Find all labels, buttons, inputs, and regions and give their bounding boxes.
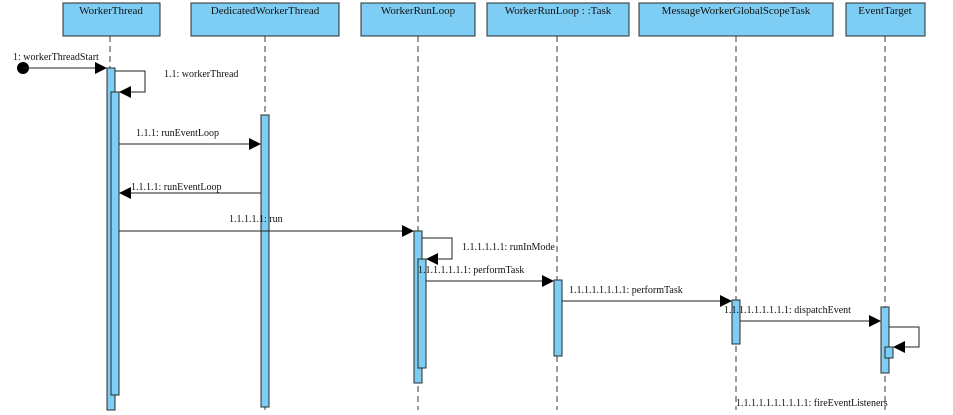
participant-worker-run-loop: WorkerRunLoop	[360, 2, 476, 37]
activations	[106, 67, 894, 411]
message-label-worker-thread-start: 1: workerThreadStart	[13, 52, 99, 63]
arrow-head	[119, 187, 131, 199]
participant-message-worker-global-scope-task: MessageWorkerGlobalScopeTask	[638, 2, 834, 37]
message-label-fire-event-listeners: 1.1.1.1.1.1.1.1.1.1: fireEventListeners	[736, 398, 888, 409]
arrow-head	[119, 86, 131, 98]
messages: 1: workerThreadStart 1.1: workerThread 1…	[13, 52, 920, 409]
participant-worker-run-loop-task: WorkerRunLoop : :Task	[486, 2, 630, 37]
activation-event-target-outer	[880, 306, 890, 374]
arrow-head	[869, 315, 881, 327]
activation-worker-run-loop-inner	[417, 258, 427, 369]
message-worker-thread-start: 1: workerThreadStart	[13, 52, 107, 74]
participant-label-event-target: EventTarget	[858, 5, 911, 17]
message-run-event-loop: 1.1.1: runEventLoop	[119, 128, 261, 150]
arrow-head	[720, 295, 732, 307]
participants: WorkerThread DedicatedWorkerThread Worke…	[62, 2, 926, 37]
participant-label-dedicated-worker-thread: DedicatedWorkerThread	[211, 5, 320, 17]
activation-worker-run-loop-task	[553, 279, 563, 357]
arrow-head	[893, 341, 905, 353]
arrow-head	[426, 253, 438, 265]
lifelines	[109, 36, 886, 410]
message-worker-thread: 1.1: workerThread	[115, 69, 238, 98]
message-fire-event-listeners: 1.1.1.1.1.1.1.1.1.1: fireEventListeners	[736, 326, 920, 409]
participant-label-worker-run-loop: WorkerRunLoop	[381, 5, 456, 17]
message-run: 1.1.1.1.1: run	[119, 214, 414, 237]
message-dispatch-event: 1.1.1.1.1.1.1.1.1: dispatchEvent	[724, 305, 881, 327]
arrow-head	[402, 225, 414, 237]
message-perform-task: 1.1.1.1.1.1.1: performTask	[418, 265, 554, 287]
message-label-run-event-loop: 1.1.1: runEventLoop	[136, 128, 219, 139]
participant-event-target: EventTarget	[845, 2, 926, 37]
participant-worker-thread: WorkerThread	[62, 2, 161, 37]
arrow-head	[249, 138, 261, 150]
message-label-run: 1.1.1.1.1: run	[229, 214, 283, 225]
arrow-head	[542, 275, 554, 287]
participant-label-worker-run-loop-task: WorkerRunLoop : :Task	[505, 5, 612, 17]
participant-label-worker-thread: WorkerThread	[79, 5, 143, 17]
activation-message-worker-global-scope-task	[731, 299, 741, 345]
message-label-perform-task-2: 1.1.1.1.1.1.1.1: performTask	[569, 285, 683, 296]
message-label-dispatch-event: 1.1.1.1.1.1.1.1.1: dispatchEvent	[724, 305, 851, 316]
participant-label-message-worker-global-scope-task: MessageWorkerGlobalScopeTask	[662, 5, 811, 17]
activation-dedicated-worker-thread	[260, 114, 270, 408]
message-label-worker-thread: 1.1: workerThread	[164, 69, 238, 80]
participant-dedicated-worker-thread: DedicatedWorkerThread	[190, 2, 340, 37]
activation-event-target-inner	[884, 346, 894, 359]
activation-worker-thread-inner	[110, 91, 120, 396]
arrow-head	[95, 62, 107, 74]
message-label-perform-task: 1.1.1.1.1.1.1: performTask	[418, 265, 524, 276]
message-run-in-mode: 1.1.1.1.1.1: runInMode	[422, 237, 555, 265]
message-label-run-in-mode: 1.1.1.1.1.1: runInMode	[462, 242, 555, 253]
message-label-run-event-loop-return: 1.1.1.1: runEventLoop	[131, 182, 222, 193]
message-run-event-loop-return: 1.1.1.1: runEventLoop	[119, 182, 261, 199]
message-perform-task-2: 1.1.1.1.1.1.1.1: performTask	[562, 285, 732, 307]
